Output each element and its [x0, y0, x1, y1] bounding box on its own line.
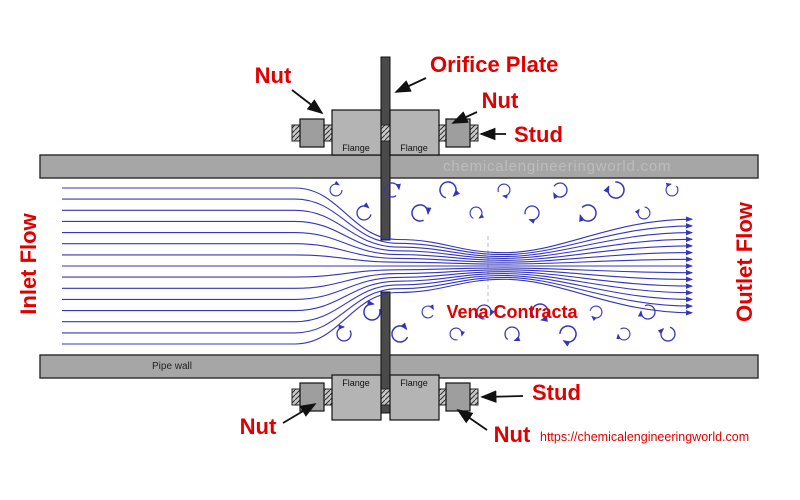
eddy-swirl [497, 183, 511, 199]
nut-bottom-left-label: Nut [240, 414, 277, 439]
flange-top-right [389, 109, 440, 156]
eddy-swirl [336, 324, 352, 342]
eddy-swirl [411, 204, 432, 222]
leader-nut-top-left [291, 89, 324, 115]
leader-stud-bottom [480, 390, 524, 403]
eddy-swirl [449, 327, 466, 341]
nut-top-left [299, 118, 325, 148]
orifice-plate-lower [380, 291, 391, 414]
website-url-text: https://chemicalengineeringworld.com [540, 430, 749, 444]
vena-contracta-label: Vena Contracta [446, 302, 578, 322]
inlet-flow-label: Inlet Flow [16, 212, 41, 314]
eddies-group [329, 180, 679, 347]
eddy-swirl [329, 180, 343, 197]
eddy-swirl [579, 204, 597, 222]
orifice-plate-label: Orifice Plate [430, 52, 558, 77]
eddy-swirl [363, 300, 381, 321]
streamlines-group [62, 187, 694, 345]
eddy-swirl [476, 304, 495, 320]
nut-top-left-label: Nut [255, 63, 292, 88]
orifice-plate-upper [380, 56, 391, 241]
eddy-swirl [589, 305, 603, 322]
flange-bottom-left [331, 374, 382, 421]
streamline [62, 254, 694, 265]
streamline [62, 243, 694, 263]
eddy-swirl [637, 304, 656, 320]
nut-top-right-label: Nut [482, 88, 519, 113]
streamline [62, 276, 694, 334]
stud-bottom-label: Stud [532, 380, 581, 405]
nut-bottom-right-label: Nut [494, 422, 531, 447]
eddy-swirl [439, 181, 461, 199]
eddy-swirl [504, 326, 521, 342]
nut-bottom-right [445, 382, 471, 412]
eddy-swirl [421, 304, 434, 319]
eddy-swirl [524, 205, 540, 224]
eddy-swirl [469, 206, 485, 219]
leader-nut-bottom-left [282, 403, 317, 424]
flange-top-left [331, 109, 382, 156]
streamline [62, 271, 694, 300]
eddy-swirl [384, 182, 401, 198]
streamline [62, 267, 694, 278]
eddy-swirl [531, 303, 549, 322]
flange-top-left-label: Flange [342, 143, 370, 153]
leader-nut-top-right [451, 111, 478, 124]
pipe-wall-label: Pipe wall [152, 361, 192, 372]
flange-bottom-right [389, 374, 440, 421]
eddy-swirl [657, 326, 676, 342]
eddy-swirl [356, 202, 372, 221]
nut-top-right [445, 118, 471, 148]
streamline [62, 278, 694, 345]
eddy-swirl [559, 325, 577, 347]
outlet-flow-label: Outlet Flow [732, 201, 757, 322]
eddy-swirl [616, 327, 631, 341]
eddy-swirl [603, 181, 625, 199]
eddy-swirl [553, 182, 568, 200]
watermark-text: chemicalengineeringworld.com [443, 158, 671, 175]
streamline [62, 198, 694, 256]
flange-top-right-label: Flange [400, 143, 428, 153]
flange-bottom-left-label: Flange [342, 378, 370, 388]
eddy-swirl [665, 182, 679, 197]
streamline [62, 273, 694, 312]
streamline [62, 274, 694, 323]
streamline [62, 220, 694, 259]
streamline [62, 232, 694, 261]
streamline [62, 209, 694, 258]
eddy-swirl [634, 206, 651, 220]
flange-bottom-right-label: Flange [400, 378, 428, 388]
eddy-swirl [391, 322, 409, 343]
streamline [62, 187, 694, 254]
stud-top-label: Stud [514, 122, 563, 147]
leader-nut-bottom-right [456, 408, 488, 431]
streamline [62, 269, 694, 289]
leader-orifice-plate [394, 77, 427, 93]
